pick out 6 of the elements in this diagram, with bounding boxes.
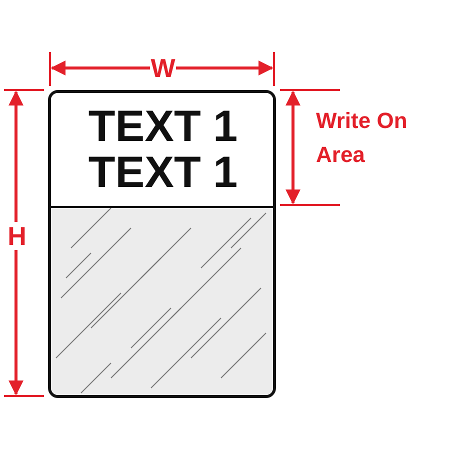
sample-text: TEXT 1 xyxy=(88,104,238,150)
label-outline xyxy=(48,90,276,398)
sample-text: TEXT 1 xyxy=(88,150,238,196)
clear-area xyxy=(51,208,273,395)
callout-text: Write On Area xyxy=(316,107,408,169)
write-on-area xyxy=(51,93,273,208)
